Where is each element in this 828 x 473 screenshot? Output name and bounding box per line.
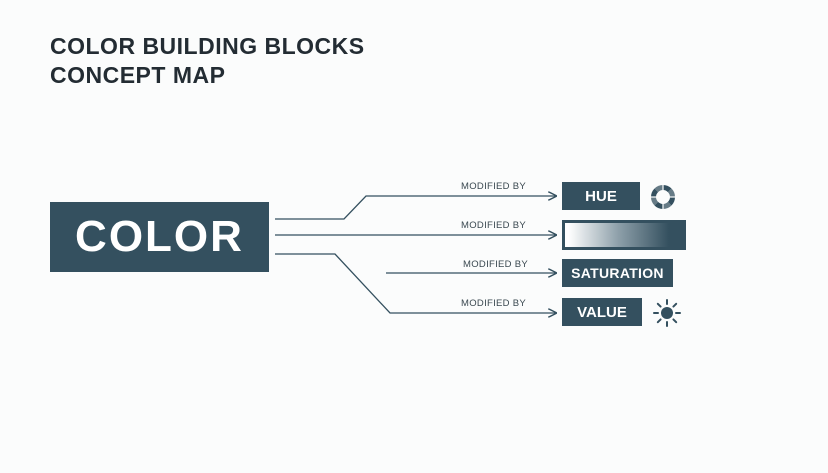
relation-label-saturation: MODIFIED BY bbox=[463, 259, 529, 270]
value-node: VALUE bbox=[562, 298, 642, 326]
relation-label-gradient: MODIFIED BY bbox=[461, 220, 527, 231]
sun-icon bbox=[653, 299, 681, 327]
color-wheel-icon bbox=[650, 184, 676, 210]
saturation-node: SATURATION bbox=[562, 259, 673, 287]
title-line-2: CONCEPT MAP bbox=[50, 62, 226, 88]
title-line-1: COLOR BUILDING BLOCKS bbox=[50, 33, 365, 59]
diagram-title: COLOR BUILDING BLOCKS CONCEPT MAP bbox=[50, 32, 365, 90]
color-node: COLOR bbox=[50, 202, 269, 272]
hue-node: HUE bbox=[562, 182, 640, 210]
relation-label-hue: MODIFIED BY bbox=[461, 181, 527, 192]
connector-value bbox=[275, 253, 556, 313]
relation-label-value: MODIFIED BY bbox=[461, 298, 527, 309]
connector-hue bbox=[275, 196, 556, 220]
gradient-swatch-node bbox=[562, 220, 686, 250]
